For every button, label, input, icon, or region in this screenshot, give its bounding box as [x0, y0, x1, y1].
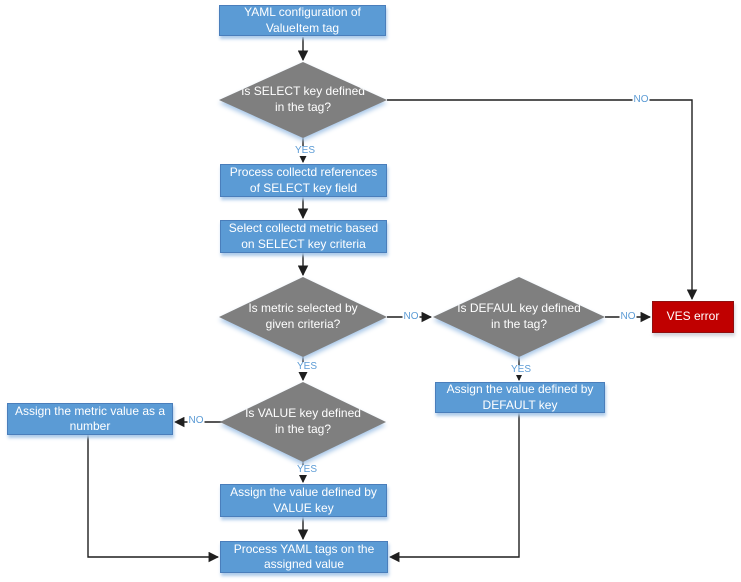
node-assign-value: Assign the value defined by VALUE key [220, 484, 387, 517]
select-key-decision-label: Is SELECT key defined in the tag? [219, 62, 387, 138]
node-assign-default: Assign the value defined by DEFAULT key [435, 382, 605, 413]
edge-label-select-yes: YES [293, 145, 317, 156]
node-assign-number: Assign the metric value as a number [7, 403, 173, 435]
node-default-key-decision: Is DEFAUL key defined in the tag? [433, 277, 605, 357]
edge-label-default-no: NO [619, 311, 637, 322]
edge-label-metric-yes: YES [295, 361, 319, 372]
edge-label-value-no: NO [187, 415, 205, 426]
node-process-refs: Process collectd references of SELECT ke… [220, 164, 387, 197]
metric-selected-decision-label: Is metric selected by given criteria? [219, 277, 387, 357]
default-key-decision-label: Is DEFAUL key defined in the tag? [433, 277, 605, 357]
node-value-key-decision: Is VALUE key defined in the tag? [220, 382, 386, 462]
edge-label-select-no: NO [632, 94, 650, 105]
node-select-key-decision: Is SELECT key defined in the tag? [219, 62, 387, 138]
connector-assigndefault-to-processtags [388, 413, 520, 563]
edge-label-value-yes: YES [295, 464, 319, 475]
edge-label-default-yes: YES [509, 364, 533, 375]
node-metric-selected-decision: Is metric selected by given criteria? [219, 277, 387, 357]
node-select-metric: Select collectd metric based on SELECT k… [220, 220, 387, 253]
node-yaml-config: YAML configuration of ValueItem tag [219, 5, 386, 36]
node-process-tags: Process YAML tags on the assigned value [220, 541, 388, 573]
value-key-decision-label: Is VALUE key defined in the tag? [220, 382, 386, 462]
connector-assignnumber-to-processtags [87, 435, 220, 563]
node-ves-error: VES error [652, 301, 734, 333]
edge-label-metric-no: NO [402, 311, 420, 322]
connector-select-no-to-ves [387, 99, 698, 301]
